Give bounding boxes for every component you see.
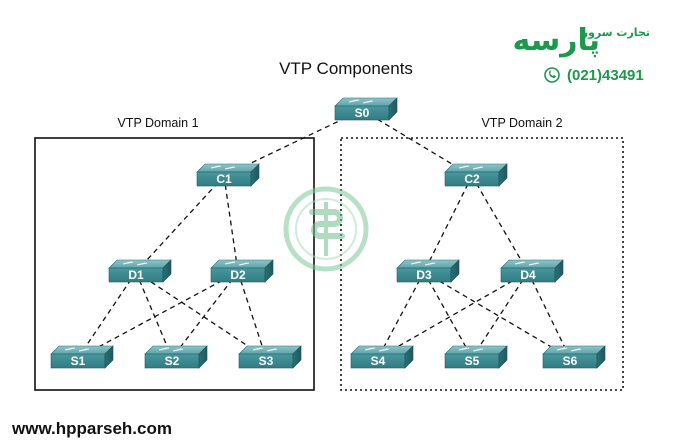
link-d3-s5 xyxy=(423,271,473,359)
phone-handset-icon xyxy=(549,70,556,78)
switch-label-s5: S5 xyxy=(465,354,480,368)
diagram-title: VTP Components xyxy=(279,59,413,78)
brand-logo-text: پارسه xyxy=(513,23,601,58)
phone-icon xyxy=(544,67,560,83)
switch-d2[interactable]: D2 xyxy=(210,259,274,283)
switch-s0[interactable]: S0 xyxy=(334,97,398,121)
phone-number: (021)43491 xyxy=(567,67,644,84)
link-d3-s6 xyxy=(423,271,571,359)
switch-s1[interactable]: S1 xyxy=(50,345,114,369)
phone-row: (021)43491 xyxy=(544,67,644,84)
link-s0-c2 xyxy=(361,109,473,177)
watermark-logo xyxy=(283,186,369,272)
switch-c2[interactable]: C2 xyxy=(444,163,508,187)
domain-2-label: VTP Domain 2 xyxy=(481,116,562,130)
links-layer xyxy=(77,109,571,359)
website-url: www.hpparseh.com xyxy=(11,419,172,438)
switch-label-d1: D1 xyxy=(128,268,144,282)
switch-d3[interactable]: D3 xyxy=(396,259,460,283)
link-c1-d1 xyxy=(135,175,225,273)
link-d1-s3 xyxy=(135,271,267,359)
domain-1-box xyxy=(34,137,315,391)
switch-label-s2: S2 xyxy=(165,354,180,368)
link-d1-s2 xyxy=(135,271,173,359)
domain-1-label: VTP Domain 1 xyxy=(117,116,198,130)
switch-label-c2: C2 xyxy=(464,172,480,186)
switch-label-s3: S3 xyxy=(259,354,274,368)
switch-label-s6: S6 xyxy=(563,354,578,368)
brand-tagline: تجارت سرور xyxy=(581,26,650,39)
switch-label-d2: D2 xyxy=(230,268,246,282)
switch-d1[interactable]: D1 xyxy=(108,259,172,283)
link-c2-d3 xyxy=(423,175,473,273)
switch-label-s1: S1 xyxy=(71,354,86,368)
link-d4-s4 xyxy=(377,271,529,359)
link-d3-s4 xyxy=(377,271,425,359)
link-d2-s2 xyxy=(171,271,239,359)
switch-d4[interactable]: D4 xyxy=(500,259,564,283)
link-d2-s3 xyxy=(237,271,267,359)
link-d4-s6 xyxy=(527,271,571,359)
switch-label-s0: S0 xyxy=(355,106,370,120)
switch-c1[interactable]: C1 xyxy=(196,163,260,187)
switch-label-s4: S4 xyxy=(371,354,386,368)
switch-s2[interactable]: S2 xyxy=(144,345,208,369)
switch-s6[interactable]: S6 xyxy=(542,345,606,369)
link-c1-d2 xyxy=(223,175,239,273)
link-d4-s5 xyxy=(471,271,529,359)
switch-s4[interactable]: S4 xyxy=(350,345,414,369)
link-d1-s1 xyxy=(77,271,137,359)
brand-logo: پارسه تجارت سرور xyxy=(513,23,651,58)
switch-label-c1: C1 xyxy=(216,172,232,186)
switch-s5[interactable]: S5 xyxy=(444,345,508,369)
link-d2-s1 xyxy=(77,271,239,359)
switch-s3[interactable]: S3 xyxy=(238,345,302,369)
switch-label-d3: D3 xyxy=(416,268,432,282)
switch-label-d4: D4 xyxy=(520,268,536,282)
link-c2-d4 xyxy=(471,175,529,273)
